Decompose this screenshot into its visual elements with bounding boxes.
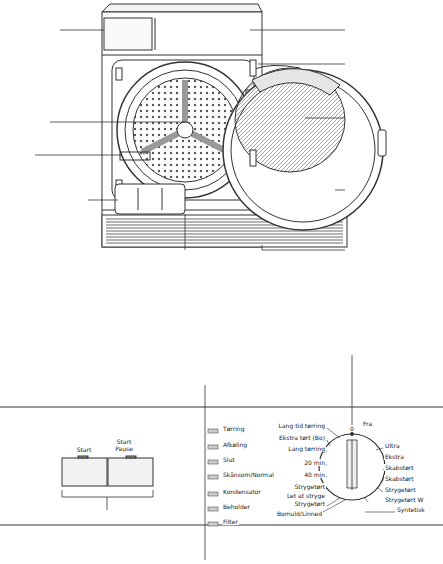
dial-label: Syntetisk (396, 506, 426, 513)
button-label: Pause (114, 445, 134, 452)
dial-label: 40 min (303, 471, 326, 478)
dial-label: Ekstra tørt (Bo) (278, 434, 326, 441)
button-label: Start (116, 438, 133, 445)
dial-label: Strygetørt (293, 483, 326, 490)
indicator-label: Slut (222, 456, 236, 463)
dial-label: Bomuld/Linned (276, 510, 323, 517)
indicator-label: Kondensator (222, 488, 262, 495)
indicator-label: Filter (222, 518, 239, 525)
dial-label: Let at stryge (286, 492, 326, 499)
dial-label: Ekstra (384, 453, 405, 460)
dial-label: Fra (362, 420, 373, 427)
dial-label: Skabstørt (384, 464, 415, 471)
indicator-label: Skånsom/Normal (222, 471, 275, 478)
dial-label: Lang tid tørring (278, 422, 326, 429)
dial-label: Strygetørt W (384, 496, 424, 503)
dial-label: 20 min (303, 459, 326, 466)
indicator-label: Tørring (222, 425, 245, 432)
dial-label: Ultra (384, 442, 401, 449)
dial-label: Lang tørring (287, 445, 326, 452)
button-label: Start (76, 446, 93, 453)
dial-label: Strygetørt (384, 486, 417, 493)
indicator-label: Beholder (222, 503, 251, 510)
dial-label: Skabstørt (384, 475, 415, 482)
dial-label: 0 (349, 425, 355, 432)
indicator-label: Afkøling (222, 441, 248, 448)
dial-label: Strygetørt (293, 500, 326, 507)
